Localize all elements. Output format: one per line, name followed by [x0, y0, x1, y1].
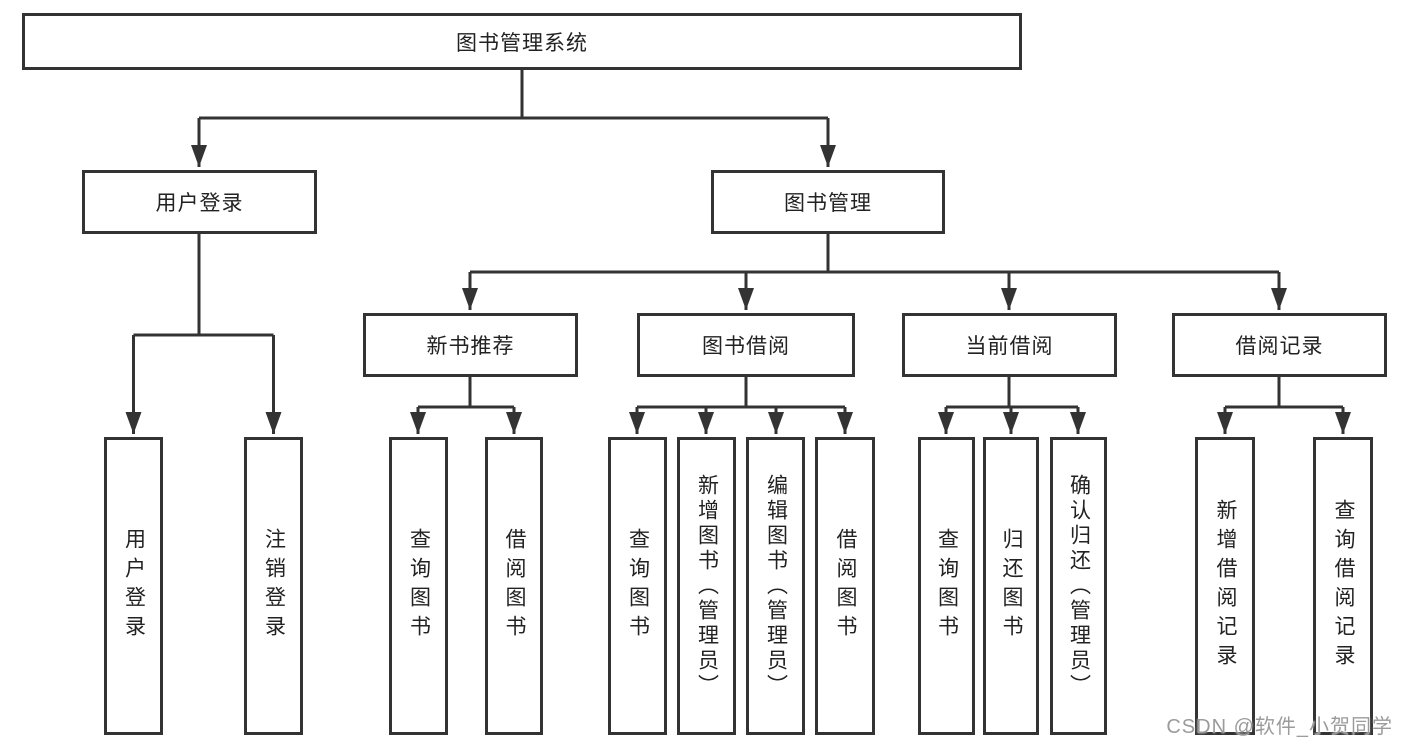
leaf-label: 归还图书 — [1000, 528, 1023, 644]
leaf-add-borrow-record: 新增借阅记录 — [1195, 437, 1255, 735]
leaf-logout: 注销登录 — [244, 437, 303, 735]
node-label: 用户登录 — [155, 192, 244, 215]
node-user-login: 用户登录 — [82, 170, 317, 234]
leaf-query-borrow-record: 查询借阅记录 — [1313, 437, 1373, 735]
node-label: 当前借阅 — [965, 335, 1054, 358]
leaf-label: 查询图书 — [407, 528, 431, 644]
node-label: 图书管理系统 — [456, 31, 588, 55]
leaf-query-books-borrow: 查询图书 — [608, 437, 667, 735]
leaf-label: 新增图书（管理员） — [695, 473, 719, 699]
node-book-management: 图书管理 — [711, 170, 945, 234]
leaf-edit-books-admin: 编辑图书（管理员） — [746, 437, 805, 735]
node-new-book-recommend: 新书推荐 — [363, 313, 578, 377]
leaf-query-books-recommend: 查询图书 — [389, 437, 448, 735]
leaf-label: 查询图书 — [626, 528, 650, 644]
node-label: 图书借阅 — [702, 335, 790, 358]
leaf-label: 借阅图书 — [834, 528, 857, 644]
leaf-label: 编辑图书（管理员） — [764, 473, 788, 699]
node-current-borrow: 当前借阅 — [902, 313, 1117, 377]
node-book-borrow: 图书借阅 — [637, 313, 855, 377]
leaf-query-books-current: 查询图书 — [918, 437, 975, 735]
node-label: 借阅记录 — [1235, 335, 1324, 358]
node-borrow-record: 借阅记录 — [1172, 313, 1387, 377]
leaf-add-books-admin: 新增图书（管理员） — [677, 437, 736, 735]
leaf-confirm-return-admin: 确认归还（管理员） — [1050, 437, 1107, 735]
leaf-label: 确认归还（管理员） — [1067, 473, 1091, 699]
leaf-borrow-books-recommend: 借阅图书 — [485, 437, 543, 735]
leaf-label: 用户登录 — [122, 528, 146, 644]
node-label: 图书管理 — [784, 192, 872, 215]
leaf-user-login: 用户登录 — [104, 437, 163, 735]
leaf-borrow-books: 借阅图书 — [815, 437, 875, 735]
node-library-management-system: 图书管理系统 — [22, 13, 1022, 70]
node-label: 新书推荐 — [426, 335, 515, 358]
leaf-label: 查询借阅记录 — [1332, 499, 1355, 673]
leaf-label: 注销登录 — [262, 528, 286, 644]
leaf-label: 新增借阅记录 — [1214, 499, 1237, 673]
leaf-return-books: 归还图书 — [983, 437, 1039, 735]
leaf-label: 查询图书 — [935, 528, 959, 644]
csdn-watermark: CSDN @软件_小贺同学 — [1166, 716, 1393, 738]
leaf-label: 借阅图书 — [503, 528, 526, 644]
